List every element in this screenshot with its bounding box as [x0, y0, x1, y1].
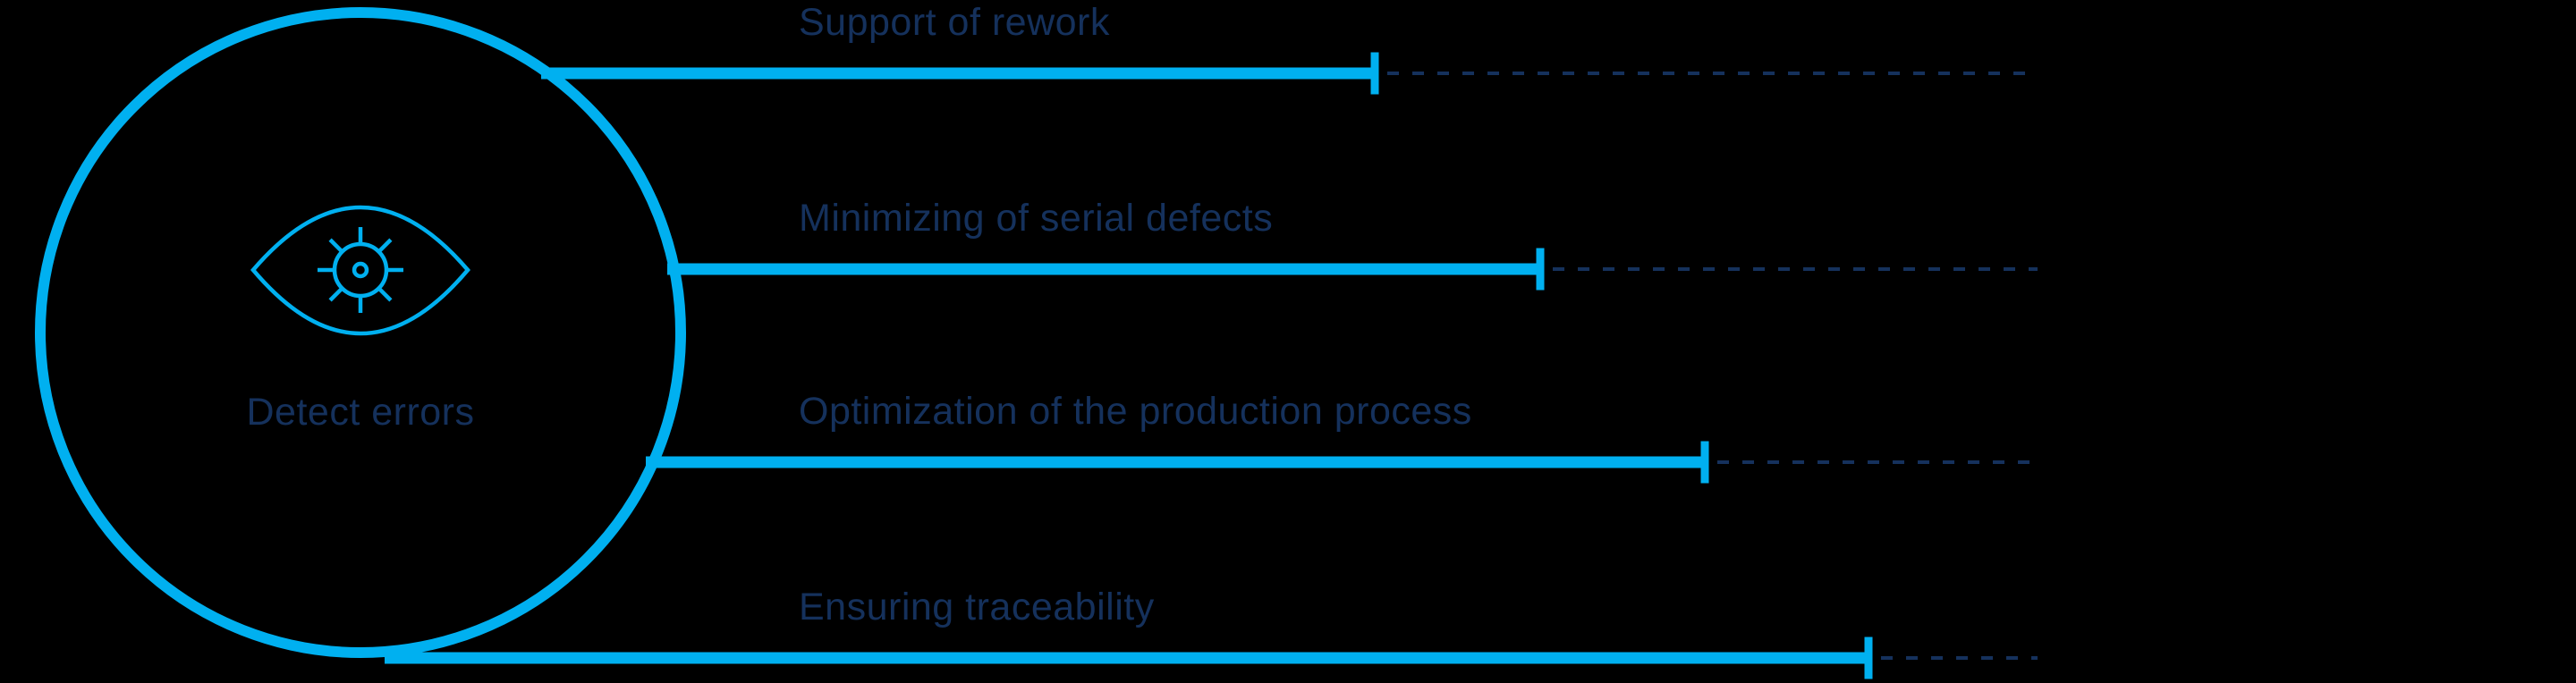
benefit-end-tick	[1700, 441, 1709, 484]
benefit-end-tick	[1864, 637, 1873, 679]
hub-circle	[35, 7, 686, 658]
benefit-label: Optimization of the production process	[799, 390, 1472, 433]
eye-icon	[250, 205, 470, 336]
benefit-row: Optimization of the production process	[646, 390, 2038, 484]
benefit-label: Minimizing of serial defects	[799, 197, 1273, 240]
eye-outline	[250, 205, 470, 336]
hub-label: Detect errors	[246, 391, 474, 434]
eye-rays	[318, 227, 403, 313]
benefit-label: Ensuring traceability	[799, 586, 1155, 628]
benefit-row: Support of rework	[541, 1, 2038, 95]
benefit-end-tick	[1370, 52, 1379, 95]
benefit-label: Support of rework	[799, 1, 1110, 44]
benefit-row: Ensuring traceability	[385, 586, 2038, 679]
benefit-row: Minimizing of serial defects	[667, 197, 2038, 291]
benefit-end-tick	[1536, 248, 1545, 291]
eye-pupil	[352, 261, 369, 279]
eye-iris	[332, 241, 389, 299]
